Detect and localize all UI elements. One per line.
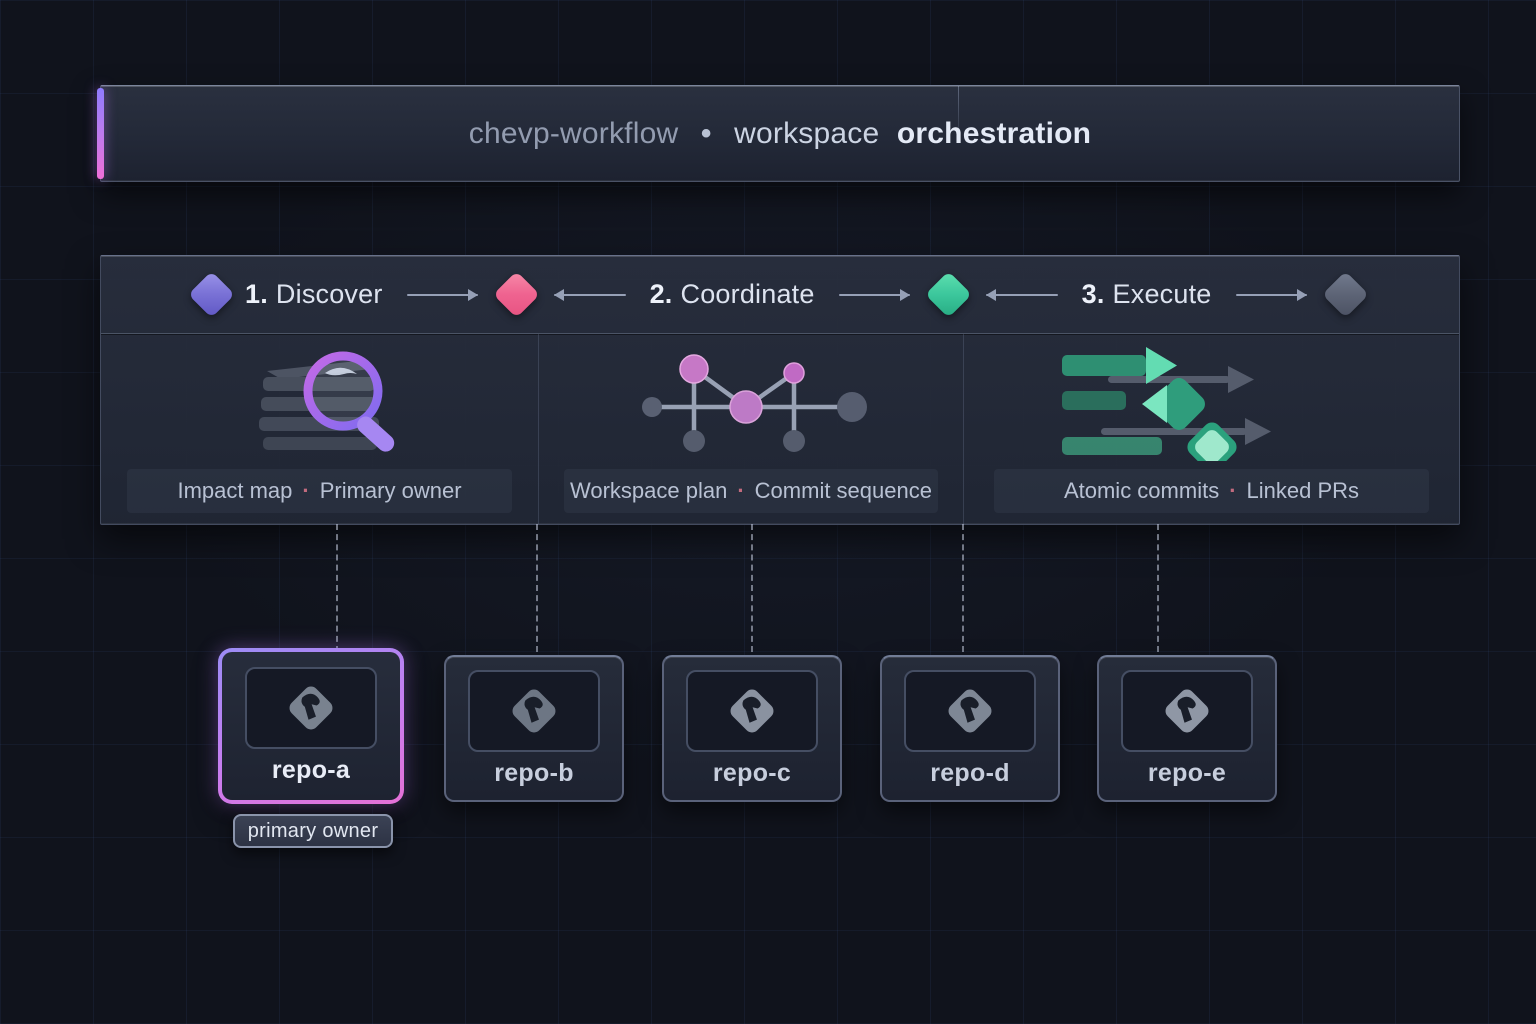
stage1-icon-zone [101, 334, 538, 469]
stage1-column: Impact map · Primary owner [101, 334, 539, 524]
stage2-icon-zone [539, 334, 963, 469]
stage3-column: Atomic commits · Linked PRs [964, 334, 1459, 524]
stage1-diamond-icon [187, 271, 235, 319]
stage3-icon-zone [964, 334, 1459, 469]
repo-diamond-icon [512, 689, 556, 733]
repo-diamond-icon [1165, 689, 1209, 733]
pipeline-body: Impact map · Primary owner [101, 334, 1459, 524]
primary-owner-badge: primary owner [233, 814, 393, 848]
repo-screen [468, 670, 600, 752]
repo-name: repo-d [930, 759, 1010, 787]
repo-screen [904, 670, 1036, 752]
repo-diamond-icon [730, 689, 774, 733]
repo-screen [245, 667, 377, 749]
subtitle-bold: orchestration [896, 116, 1092, 150]
repo-card-highlight-border: repo-a [218, 648, 404, 804]
stage2-column: Workspace plan · Commit sequence [539, 334, 964, 524]
flow-arrow-left-icon [978, 271, 1066, 319]
repo-diamond-icon [948, 689, 992, 733]
flow-arrow-right-icon [399, 271, 487, 319]
repo-name: repo-e [1147, 759, 1227, 787]
repo-card-b: repo-b [444, 655, 624, 802]
repo-diamond-icon [289, 686, 333, 730]
stage2-caption: Workspace plan · Commit sequence [564, 469, 938, 513]
repo-card-e: repo-e [1097, 655, 1277, 802]
terminal-diamond-icon [1321, 271, 1369, 319]
connector-line [751, 524, 753, 652]
stage2-title: 2.Coordinate [650, 279, 815, 310]
stage3-caption: Atomic commits · Linked PRs [993, 469, 1430, 513]
stage2-diamond-icon [492, 271, 540, 319]
stage2-number: 2. [649, 279, 673, 309]
repo-card-a: repo-a [222, 652, 400, 800]
caption-dot: · [302, 478, 310, 503]
pipeline-header: 1.Discover 2.Coordinate 3.Execute [101, 256, 1459, 334]
flow-arrow-right-icon [1228, 271, 1316, 319]
repo-card-d: repo-d [880, 655, 1060, 802]
connector-line [962, 524, 964, 652]
pipeline-panel: 1.Discover 2.Coordinate 3.Execute [100, 255, 1460, 525]
repo-screen [686, 670, 818, 752]
caption-right: Linked PRs [1246, 478, 1360, 503]
stage3-title: 3.Execute [1082, 279, 1212, 310]
stage1-number: 1. [245, 279, 268, 309]
commit-graph-icon [641, 353, 867, 452]
stage3-label: Execute [1112, 279, 1212, 309]
stage1-label: Discover [275, 279, 383, 309]
flow-arrow-right-icon [831, 271, 919, 319]
repo-name: repo-b [494, 759, 574, 787]
layers-search-icon [259, 351, 395, 452]
caption-right: Commit sequence [754, 478, 932, 503]
connector-line [1157, 524, 1159, 652]
accent-strip [97, 88, 104, 179]
caption-left: Atomic commits [1063, 478, 1220, 503]
subtitle-regular: workspace [734, 116, 880, 150]
product-name: chevp-workflow [468, 116, 679, 150]
connector-line [536, 524, 538, 652]
caption-dot: · [737, 478, 745, 503]
title-bar: chevp-workflow • workspace orchestration [97, 85, 1460, 182]
title-separator: • [700, 116, 712, 150]
stage2-label: Coordinate [680, 279, 815, 309]
connector-line [336, 524, 338, 652]
flow-arrow-left-icon [546, 271, 634, 319]
repo-card-c: repo-c [662, 655, 842, 802]
stage3-diamond-icon [924, 271, 972, 319]
repo-screen [1121, 670, 1253, 752]
caption-dot: · [1229, 478, 1237, 503]
stage3-number: 3. [1081, 279, 1105, 309]
caption-right: Primary owner [319, 478, 462, 503]
repo-name: repo-c [712, 759, 792, 787]
caption-left: Impact map [177, 478, 293, 503]
atomic-commits-icon [1061, 346, 1271, 461]
page-title: chevp-workflow • workspace orchestration [469, 117, 1091, 151]
glass-seam [958, 86, 959, 146]
caption-left: Workspace plan [570, 478, 728, 503]
stage1-caption: Impact map · Primary owner [127, 469, 512, 513]
stage1-title: 1.Discover [245, 279, 383, 310]
repo-name: repo-a [271, 756, 351, 784]
